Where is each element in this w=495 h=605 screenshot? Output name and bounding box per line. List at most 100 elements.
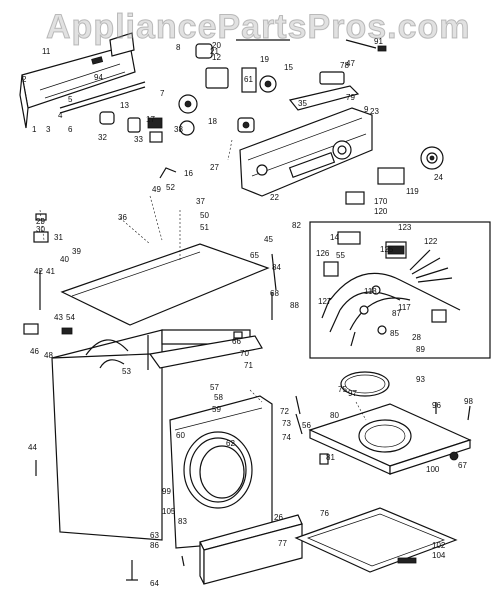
callout: 28 bbox=[412, 333, 421, 342]
callout: 20 bbox=[212, 41, 221, 50]
callout: 43 bbox=[54, 313, 63, 322]
callout: 54 bbox=[66, 313, 75, 322]
callout: 24 bbox=[434, 173, 443, 182]
callout: 87 bbox=[392, 309, 401, 318]
callout: 126 bbox=[316, 249, 330, 258]
callout: 38 bbox=[174, 125, 183, 134]
callout: 22 bbox=[270, 193, 279, 202]
console-back-panel bbox=[19, 32, 146, 129]
motor-part bbox=[345, 146, 444, 205]
callout: 123 bbox=[398, 223, 412, 232]
front-panel bbox=[169, 395, 273, 549]
callout: 36 bbox=[118, 213, 127, 222]
callout: 105 bbox=[162, 507, 176, 516]
callout: 11 bbox=[42, 47, 51, 56]
callout: 68 bbox=[270, 289, 279, 298]
callout: 79 bbox=[346, 93, 355, 102]
callout: 86 bbox=[150, 541, 159, 550]
callout: 5 bbox=[68, 95, 73, 104]
callout: 102 bbox=[432, 541, 446, 550]
callout: 125 bbox=[380, 245, 394, 254]
callout: 27 bbox=[210, 163, 219, 172]
callout: 14 bbox=[330, 233, 339, 242]
kick-panel bbox=[199, 514, 303, 585]
callout: 97 bbox=[348, 389, 357, 398]
lower-lid bbox=[294, 507, 458, 573]
top-lid-panel bbox=[308, 403, 472, 475]
callout: 1 bbox=[32, 125, 37, 134]
callout: 46 bbox=[30, 347, 39, 356]
callout: 58 bbox=[214, 393, 223, 402]
callout: 98 bbox=[464, 397, 473, 406]
callout: 60 bbox=[176, 431, 185, 440]
callout: 71 bbox=[244, 361, 253, 370]
callout: 127 bbox=[318, 297, 332, 306]
callout: 17 bbox=[146, 115, 155, 124]
callout: 89 bbox=[416, 345, 425, 354]
callout: 19 bbox=[260, 55, 269, 64]
callout: 49 bbox=[152, 185, 161, 194]
callout: 67 bbox=[458, 461, 467, 470]
callout: 74 bbox=[282, 433, 291, 442]
callout: 88 bbox=[290, 301, 299, 310]
callout: 65 bbox=[250, 251, 259, 260]
callout: 59 bbox=[212, 405, 221, 414]
callout-labels: 1 2 3 4 5 6 7 8 9 11 12 13 14 15 16 17 1… bbox=[22, 37, 473, 588]
callout: 51 bbox=[200, 223, 209, 232]
callout: 94 bbox=[94, 73, 103, 82]
callout: 23 bbox=[370, 107, 379, 116]
callout: 16 bbox=[184, 169, 193, 178]
callout: 3 bbox=[46, 125, 51, 134]
callout: 77 bbox=[278, 539, 287, 548]
callout: 50 bbox=[200, 211, 209, 220]
callout: 30 bbox=[36, 225, 45, 234]
callout: 8 bbox=[176, 43, 181, 52]
cabinet bbox=[51, 329, 263, 541]
callout: 63 bbox=[150, 531, 159, 540]
hardware-parts bbox=[23, 213, 471, 581]
callout: 64 bbox=[150, 579, 159, 588]
callout: 117 bbox=[398, 303, 411, 312]
door-gasket bbox=[340, 371, 390, 397]
callout: 41 bbox=[46, 267, 55, 276]
callout: 12 bbox=[212, 53, 221, 62]
callout: 66 bbox=[232, 337, 241, 346]
callout: 40 bbox=[60, 255, 69, 264]
wiring-harness-inset bbox=[309, 221, 491, 359]
callout: 96 bbox=[432, 401, 441, 410]
callout: 62 bbox=[226, 439, 235, 448]
callout: 119 bbox=[406, 187, 419, 196]
callout: 21 bbox=[210, 47, 219, 56]
callout: 6 bbox=[68, 125, 73, 134]
callout: 100 bbox=[426, 465, 440, 474]
callout: 99 bbox=[162, 487, 171, 496]
callout: 75 bbox=[338, 385, 347, 394]
callout: 42 bbox=[34, 267, 43, 276]
callout: 18 bbox=[208, 117, 217, 126]
callout: 122 bbox=[424, 237, 438, 246]
timer-parts bbox=[195, 39, 387, 93]
callout: 48 bbox=[44, 351, 53, 360]
callout: 57 bbox=[210, 383, 219, 392]
callout: 44 bbox=[28, 443, 37, 452]
callout: 2 bbox=[22, 75, 27, 84]
callout: 93 bbox=[416, 375, 425, 384]
callout: 73 bbox=[282, 419, 291, 428]
callout: 170 bbox=[374, 197, 388, 206]
callout: 35 bbox=[298, 99, 307, 108]
callout: 9 bbox=[364, 105, 369, 114]
callout: 80 bbox=[330, 411, 339, 420]
callout: 82 bbox=[292, 221, 301, 230]
callout: 85 bbox=[390, 329, 399, 338]
leader-lines bbox=[39, 139, 367, 421]
callout: 118 bbox=[364, 287, 377, 296]
callout: 53 bbox=[122, 367, 131, 376]
callout: 39 bbox=[72, 247, 81, 256]
callout: 55 bbox=[336, 251, 345, 260]
callout: 29 bbox=[36, 217, 45, 226]
callout: 32 bbox=[98, 133, 107, 142]
callout: 78 bbox=[340, 61, 349, 70]
callout: 7 bbox=[160, 89, 165, 98]
